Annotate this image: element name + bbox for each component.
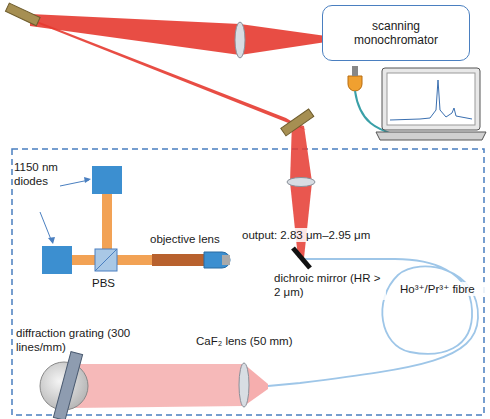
pump-beam — [102, 194, 112, 252]
instrument-box: scanning monochromator — [322, 5, 470, 61]
laser-diode — [42, 246, 72, 274]
leader-line — [48, 237, 55, 244]
lens — [235, 22, 245, 58]
mirror — [281, 109, 314, 136]
lens — [239, 363, 249, 407]
spectrum — [390, 80, 472, 120]
gain-fibre — [268, 259, 478, 386]
objective — [222, 255, 230, 265]
detector — [352, 66, 358, 76]
output-beam — [240, 24, 326, 55]
component-label: diffraction grating (300 lines/mm) — [16, 326, 136, 355]
pbs-cube — [95, 249, 117, 271]
dichroic-mirror — [293, 248, 310, 268]
diode-label: 1150 nm diodes — [14, 160, 74, 189]
lens — [287, 178, 315, 187]
laptop-base — [376, 132, 486, 140]
laptop-screen — [382, 68, 480, 130]
component-label: objective lens — [150, 232, 250, 246]
laser-diode — [92, 166, 122, 194]
diffraction-grating — [53, 352, 82, 419]
pbs-cube — [95, 249, 117, 271]
leader-line — [84, 177, 91, 183]
detector — [348, 76, 362, 91]
fibre-label: Ho³⁺/Pr³⁺ fibre — [398, 282, 486, 296]
component-label: dichroic mirror (HR > 2 μm) — [272, 271, 386, 300]
mirror — [5, 3, 40, 26]
laptop-screen — [387, 73, 475, 125]
pump-beam — [152, 254, 204, 266]
objective — [204, 252, 230, 268]
output-beam — [30, 14, 240, 55]
leader-line — [40, 212, 52, 242]
node-text: scanning monochromator — [351, 19, 441, 48]
output-beam — [290, 182, 312, 258]
component-label: PBS — [92, 276, 132, 290]
output-label: output: 2.83 μm–2.95 μm — [240, 228, 404, 242]
component-label: CaF₂ lens (50 mm) — [196, 334, 326, 348]
